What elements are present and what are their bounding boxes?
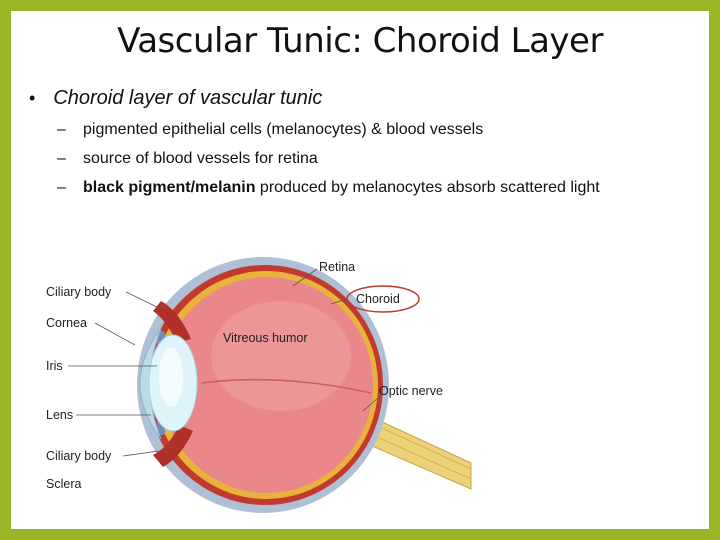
bullet-dot-icon: • bbox=[29, 88, 36, 108]
label-retina: Retina bbox=[319, 260, 356, 274]
sub-item-text: pigmented epithelial cells (melanocytes)… bbox=[83, 121, 484, 138]
label-vitreous-humor: Vitreous humor bbox=[223, 331, 308, 345]
label-ciliary-body-top: Ciliary body bbox=[46, 285, 112, 299]
dash-marker: – bbox=[57, 121, 66, 138]
label-lens: Lens bbox=[46, 408, 74, 422]
dash-marker: – bbox=[57, 150, 66, 167]
sub-item: – black pigment/melanin produced by mela… bbox=[57, 179, 600, 197]
label-choroid: Choroid bbox=[356, 292, 400, 306]
label-sclera: Sclera bbox=[46, 477, 82, 491]
ciliary-body-top-shape bbox=[153, 301, 191, 343]
label-cornea: Cornea bbox=[46, 316, 87, 330]
sub-item: – pigmented epithelial cells (melanocyte… bbox=[57, 121, 483, 139]
dash-marker: – bbox=[57, 179, 66, 196]
label-optic-nerve: Optic nerve bbox=[379, 384, 443, 398]
sub-item-text: produced by melanocytes absorb scattered… bbox=[255, 179, 600, 196]
slide: Vascular Tunic: Choroid Layer • Choroid … bbox=[11, 11, 709, 529]
label-iris: Iris bbox=[46, 359, 63, 373]
ciliary-body-bottom-shape bbox=[153, 425, 193, 467]
slide-title: Vascular Tunic: Choroid Layer bbox=[117, 21, 603, 61]
bullet-item: • Choroid layer of vascular tunic bbox=[29, 87, 322, 110]
eye-diagram bbox=[68, 257, 472, 513]
sub-item-text: source of blood vessels for retina bbox=[83, 150, 318, 167]
sub-item-bold-text: black pigment/melanin bbox=[83, 179, 256, 196]
sub-item: – source of blood vessels for retina bbox=[57, 150, 318, 168]
label-ciliary-body-bottom: Ciliary body bbox=[46, 449, 112, 463]
bullet-text: Choroid layer of vascular tunic bbox=[53, 87, 323, 109]
